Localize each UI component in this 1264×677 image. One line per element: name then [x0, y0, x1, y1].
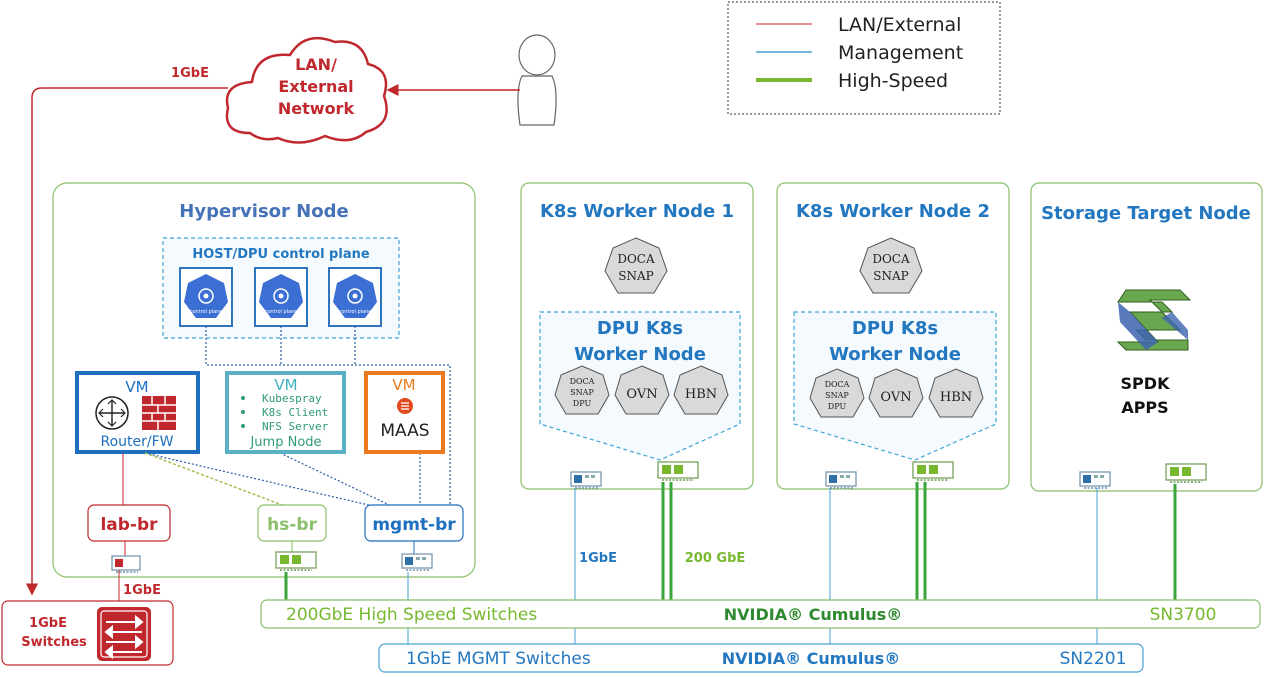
storage-mgmt-nic-icon — [1079, 471, 1111, 489]
control-plane-icon-3: control plane — [328, 267, 382, 327]
mgmt-switch-label: 1GbE MGMT Switches — [406, 649, 591, 669]
mgmt-nic-icon — [401, 553, 433, 571]
worker2-mgmt-nic-icon — [825, 471, 857, 489]
legend: LAN/External Management High-Speed — [727, 1, 1001, 115]
firewall-icon — [142, 396, 176, 430]
hs-br-label: hs-br — [267, 515, 317, 535]
storage-hs-nic-icon — [1165, 463, 1207, 483]
vm-jump-caption: Jump Node — [249, 435, 321, 450]
worker2-snap-dpu-line1: DOCA — [825, 380, 850, 389]
mgmt-br-label: mgmt-br — [372, 515, 456, 535]
spdk-logo-icon — [1116, 289, 1192, 351]
worker-node-1-title: K8s Worker Node 1 — [540, 201, 734, 222]
vm-router-caption: Router/FW — [100, 434, 173, 450]
worker1-snap-dpu-line1: DOCA — [570, 377, 595, 386]
lab-nic-link-label: 1GbE — [123, 583, 161, 598]
cloud-link-label: 1GbE — [171, 66, 209, 81]
mgmt-dotted-links — [144, 326, 451, 511]
worker2-hbn-label: HBN — [940, 390, 972, 405]
vm-jump-list: Kubespray K8s Client NFS Server — [241, 392, 329, 433]
legend-lan-label: LAN/External — [838, 14, 961, 36]
worker2-snap-dpu-badge — [809, 368, 865, 418]
hs-switch-label: 200GbE High Speed Switches — [286, 605, 537, 625]
worker1-dpu-title-line2: Worker Node — [574, 344, 706, 365]
maas-icon — [397, 398, 413, 414]
control-plane-title: HOST/DPU control plane — [192, 247, 370, 262]
control-plane-icon-1: control plane — [179, 267, 233, 327]
mgmt-switch-vendor: NVIDIA® Cumulus® — [722, 649, 901, 668]
worker2-snap-line2: SNAP — [873, 269, 908, 283]
user-icon — [517, 34, 557, 126]
hs-switch-model: SN3700 — [1150, 605, 1217, 625]
vm-jump-item: Kubespray — [262, 392, 322, 405]
legend-box — [727, 1, 1001, 115]
hs-nic-icon — [275, 551, 317, 571]
hs-switch-bar — [260, 599, 1261, 629]
control-plane-icon-2: control plane — [254, 267, 308, 327]
worker2-dpu-title-line2: Worker Node — [829, 344, 961, 365]
worker1-snap-badge — [604, 237, 668, 294]
worker1-snap-line1: DOCA — [617, 252, 655, 266]
lan-uplink — [26, 87, 228, 596]
worker2-ovn-badge — [868, 368, 924, 418]
vm-jump-item: K8s Client — [262, 406, 328, 419]
control-plane-icon-label: control plane — [339, 309, 372, 315]
cloud-label-line3: Network — [278, 99, 355, 118]
router-to-hs-br-link — [144, 452, 291, 509]
worker1-hs-link-label: 200 GbE — [685, 551, 746, 566]
worker1-ovn-label: OVN — [626, 387, 657, 402]
cloud-icon — [225, 36, 388, 144]
cloud-label-line2: External — [278, 77, 353, 96]
switch-icon — [97, 607, 151, 661]
worker1-snap-dpu-line2: SNAP — [570, 388, 594, 397]
worker2-dpu-title-line1: DPU K8s — [852, 318, 938, 339]
cloud-label-line1: LAN/ — [295, 55, 337, 74]
vm-maas-caption: MAAS — [380, 421, 429, 441]
storage-app-line2: APPS — [1121, 398, 1168, 417]
control-plane-icon-label: control plane — [265, 309, 298, 315]
worker2-snap-line1: DOCA — [872, 252, 910, 266]
worker1-hbn-label: HBN — [685, 387, 717, 402]
worker1-snap-dpu-line3: DPU — [573, 399, 592, 408]
worker1-mgmt-link-label: 1GbE — [579, 551, 617, 566]
legend-hs-label: High-Speed — [838, 70, 948, 92]
mgmt-switch-bar — [378, 643, 1144, 673]
worker2-snap-dpu-line2: SNAP — [825, 391, 849, 400]
storage-app-line1: SPDK — [1121, 374, 1171, 393]
worker1-mgmt-nic-icon — [570, 471, 602, 489]
worker1-snap-dpu-badge — [554, 365, 610, 415]
router-icon — [95, 396, 129, 430]
worker-node-2-title: K8s Worker Node 2 — [796, 201, 990, 222]
worker2-hs-nic-icon — [912, 461, 954, 481]
hs-switch-vendor: NVIDIA® Cumulus® — [724, 605, 903, 624]
mgmt-switch-model: SN2201 — [1060, 649, 1127, 669]
worker1-hbn-badge — [673, 365, 729, 415]
lab-nic-icon — [111, 555, 141, 573]
hypervisor-node-title: Hypervisor Node — [179, 201, 348, 222]
lan-switch-label-line2: Switches — [21, 635, 87, 650]
control-plane-icon-label: control plane — [190, 309, 223, 315]
worker1-snap-line2: SNAP — [618, 269, 653, 283]
worker2-ovn-label: OVN — [880, 390, 911, 405]
vm-jump-box — [225, 371, 346, 454]
lab-br-box — [87, 504, 171, 542]
vm-jump-item: NFS Server — [262, 420, 329, 433]
worker2-hbn-badge — [928, 368, 984, 418]
worker2-snap-badge — [859, 237, 923, 294]
worker1-ovn-badge — [614, 365, 670, 415]
worker1-hs-nic-icon — [657, 461, 699, 481]
lab-br-label: lab-br — [100, 515, 158, 535]
vm-router-title: VM — [125, 378, 148, 396]
legend-mgmt-label: Management — [838, 42, 963, 64]
lan-switch-label-line1: 1GbE — [29, 616, 67, 631]
storage-node-title: Storage Target Node — [1041, 203, 1251, 224]
vm-jump-title: VM — [274, 376, 297, 394]
worker2-snap-dpu-line3: DPU — [828, 402, 847, 411]
worker1-dpu-title-line1: DPU K8s — [597, 318, 683, 339]
vm-maas-title: VM — [392, 376, 415, 394]
